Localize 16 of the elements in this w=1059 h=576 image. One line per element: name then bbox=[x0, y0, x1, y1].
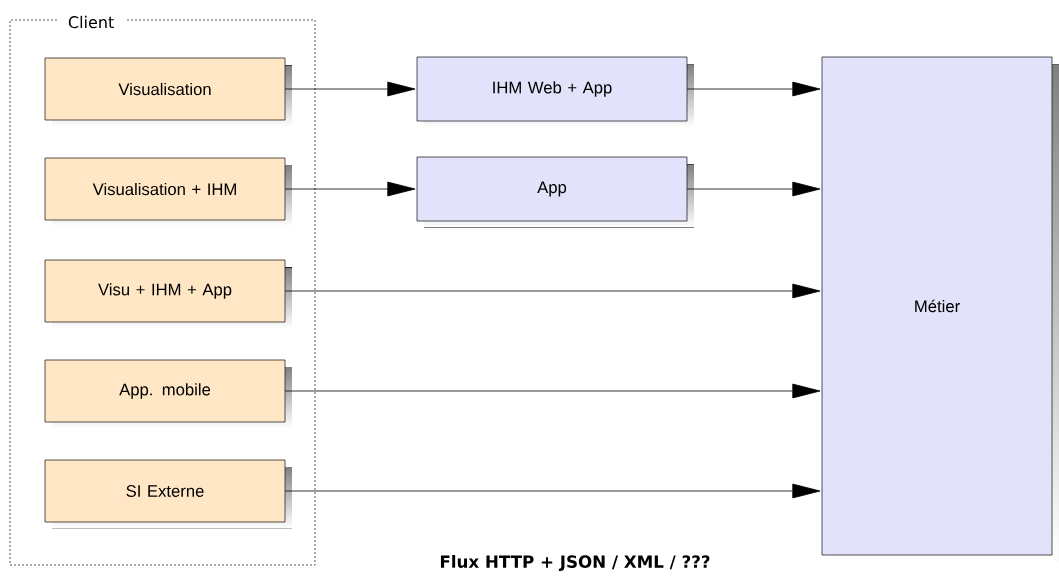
arrow bbox=[686, 181, 821, 197]
process-box: App. mobile bbox=[44, 359, 292, 429]
process-box: Visualisation + IHM bbox=[44, 157, 292, 227]
process-box: Métier bbox=[821, 56, 1059, 562]
process-box: Visu + IHM + App bbox=[44, 259, 292, 329]
process-box: IHM Web + App bbox=[416, 56, 694, 128]
arrow bbox=[686, 81, 821, 97]
arrow bbox=[284, 283, 821, 299]
process-box: App bbox=[416, 156, 694, 228]
arrow bbox=[284, 81, 416, 97]
arrow bbox=[284, 483, 821, 499]
arrow bbox=[284, 383, 821, 399]
caption: Flux HTTP + JSON / XML / ??? bbox=[440, 555, 710, 571]
arrow bbox=[284, 181, 416, 197]
process-box: Visualisation bbox=[44, 57, 292, 127]
process-box: SI Externe bbox=[44, 459, 292, 529]
